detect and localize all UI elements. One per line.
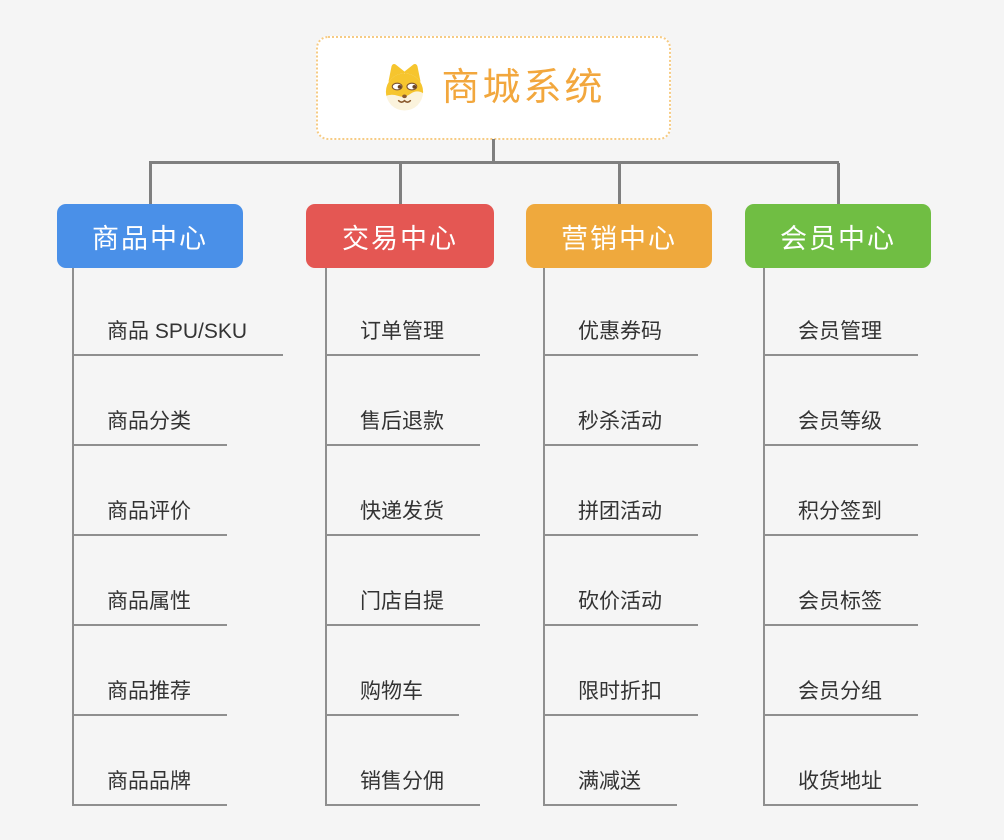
mindmap-node-label: 售后退款 [360, 410, 444, 433]
mindmap-node-label: 砍价活动 [578, 590, 662, 613]
mindmap-node[interactable]: 订单管理 [327, 268, 480, 356]
mindmap-node[interactable]: 积分签到 [765, 446, 918, 536]
mindmap-node-label: 会员标签 [798, 590, 882, 613]
mindmap-node-label: 优惠券码 [578, 320, 662, 343]
mindmap-node[interactable]: 满减送 [545, 716, 677, 806]
mindmap-node[interactable]: 会员管理 [765, 268, 918, 356]
connector-rail [149, 161, 839, 164]
mindmap-node[interactable]: 商品分类 [74, 356, 227, 446]
root-node[interactable]: 商城系统 [316, 36, 671, 140]
mindmap-node-label: 商品推荐 [107, 680, 191, 703]
connector-stub-2 [399, 163, 402, 205]
mindmap-node-label: 收货地址 [798, 770, 882, 793]
mindmap-node-label: 快递发货 [360, 500, 444, 523]
mindmap-node-label: 会员等级 [798, 410, 882, 433]
connector-root-drop [492, 139, 495, 163]
mindmap-node-label: 商品 SPU/SKU [107, 320, 248, 343]
mindmap-node[interactable]: 优惠券码 [545, 268, 698, 356]
mindmap-node[interactable]: 会员分组 [765, 626, 918, 716]
branch-header-label: 商品中心 [92, 223, 208, 254]
mindmap-node-label: 商品分类 [107, 410, 191, 433]
mindmap-node[interactable]: 购物车 [327, 626, 459, 716]
mindmap-node-label: 购物车 [360, 680, 423, 703]
branch-header[interactable]: 交易中心 [306, 204, 494, 268]
mindmap-node[interactable]: 商品 SPU/SKU [74, 268, 284, 356]
branch-header[interactable]: 商品中心 [57, 204, 243, 268]
branch-header-label: 交易中心 [342, 223, 458, 254]
mindmap-node-label: 商品评价 [107, 500, 191, 523]
mindmap-node-label: 销售分佣 [360, 770, 444, 793]
mindmap-node[interactable]: 售后退款 [327, 356, 480, 446]
mindmap-node[interactable]: 商品属性 [74, 536, 227, 626]
mindmap-node-label: 限时折扣 [578, 680, 662, 703]
connector-stub-4 [837, 163, 840, 205]
mindmap-node-label: 会员分组 [798, 680, 882, 703]
mindmap-node[interactable]: 商品推荐 [74, 626, 227, 716]
root-title: 商城系统 [441, 67, 606, 109]
mindmap-node[interactable]: 快递发货 [327, 446, 480, 536]
mindmap-node-label: 商品属性 [107, 590, 191, 613]
branch-list: 优惠券码秒杀活动拼团活动砍价活动限时折扣满减送 [543, 268, 698, 806]
mindmap-node-label: 拼团活动 [578, 500, 662, 523]
connector-stub-1 [149, 163, 152, 205]
mindmap-node-label: 门店自提 [360, 590, 444, 613]
mindmap-node[interactable]: 商品品牌 [74, 716, 227, 806]
mindmap-node-label: 商品品牌 [107, 770, 191, 793]
branch-header[interactable]: 营销中心 [526, 204, 712, 268]
mindmap-node[interactable]: 门店自提 [327, 536, 480, 626]
mindmap-node-label: 订单管理 [360, 320, 444, 343]
mindmap-node[interactable]: 拼团活动 [545, 446, 698, 536]
mindmap-node-label: 会员管理 [798, 320, 882, 343]
mindmap-node[interactable]: 限时折扣 [545, 626, 698, 716]
mindmap-node[interactable]: 商品评价 [74, 446, 227, 536]
doge-icon [386, 64, 424, 111]
mindmap-node[interactable]: 会员等级 [765, 356, 918, 446]
mindmap-node[interactable]: 砍价活动 [545, 536, 698, 626]
mindmap-node-label: 秒杀活动 [578, 410, 662, 433]
connector-stub-3 [618, 163, 621, 205]
branch-header-label: 会员中心 [780, 223, 896, 254]
branch: 会员中心 会员管理会员等级积分签到会员标签会员分组收货地址 [745, 204, 931, 806]
mindmap-node-label: 满减送 [578, 770, 641, 793]
branch-header[interactable]: 会员中心 [745, 204, 931, 268]
mindmap-node[interactable]: 会员标签 [765, 536, 918, 626]
branch: 交易中心 订单管理售后退款快递发货门店自提购物车销售分佣 [306, 204, 494, 806]
mindmap-node[interactable]: 收货地址 [765, 716, 918, 806]
branch-list: 订单管理售后退款快递发货门店自提购物车销售分佣 [325, 268, 480, 806]
branch-list: 商品 SPU/SKU 商品分类商品评价商品属性商品推荐商品品牌 [72, 268, 284, 806]
branch: 营销中心 优惠券码秒杀活动拼团活动砍价活动限时折扣满减送 [526, 204, 712, 806]
branch: 商品中心 商品 SPU/SKU 商品分类商品评价商品属性商品推荐商品品牌 [57, 204, 284, 806]
branch-list: 会员管理会员等级积分签到会员标签会员分组收货地址 [763, 268, 918, 806]
mindmap-node[interactable]: 秒杀活动 [545, 356, 698, 446]
mindmap-node-label: 积分签到 [798, 500, 882, 523]
branch-header-label: 营销中心 [561, 223, 677, 254]
mindmap-node[interactable]: 销售分佣 [327, 716, 480, 806]
